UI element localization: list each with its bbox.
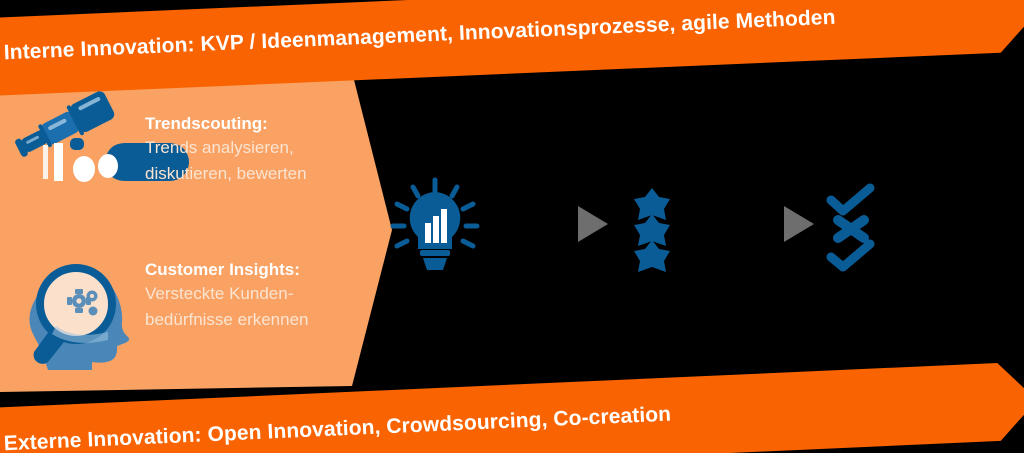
trendscouting-line-1: Trends analysieren,: [145, 138, 294, 157]
telescope-binoculars-icon: [8, 91, 189, 190]
arrow-right-icon: [578, 206, 608, 242]
trendscouting-title: Trendscouting:: [145, 114, 268, 133]
magnifier-head-icon: [24, 256, 144, 370]
customer-insights-line-1: Versteckte Kunden-: [145, 284, 294, 303]
lightbulb-chart-icon: [388, 177, 482, 274]
external-innovation-banner: Externe Innovation: Open Innovation, Cro…: [0, 361, 1024, 453]
arrow-right-icon: [784, 206, 814, 242]
trendscouting-text-block: Trendscouting: Trends analysieren, disku…: [145, 112, 307, 187]
trendscouting-line-2: diskutieren, bewerten: [145, 164, 307, 183]
internal-innovation-banner: Interne Innovation: KVP / Ideenmanagemen…: [0, 0, 1024, 96]
check-cross-check-icon: [826, 183, 884, 272]
customer-insights-line-2: bedürfnisse erkennen: [145, 310, 309, 329]
three-stars-icon: [626, 188, 678, 272]
customer-insights-text-block: Customer Insights: Versteckte Kunden- be…: [145, 258, 309, 333]
customer-insights-title: Customer Insights:: [145, 260, 300, 279]
